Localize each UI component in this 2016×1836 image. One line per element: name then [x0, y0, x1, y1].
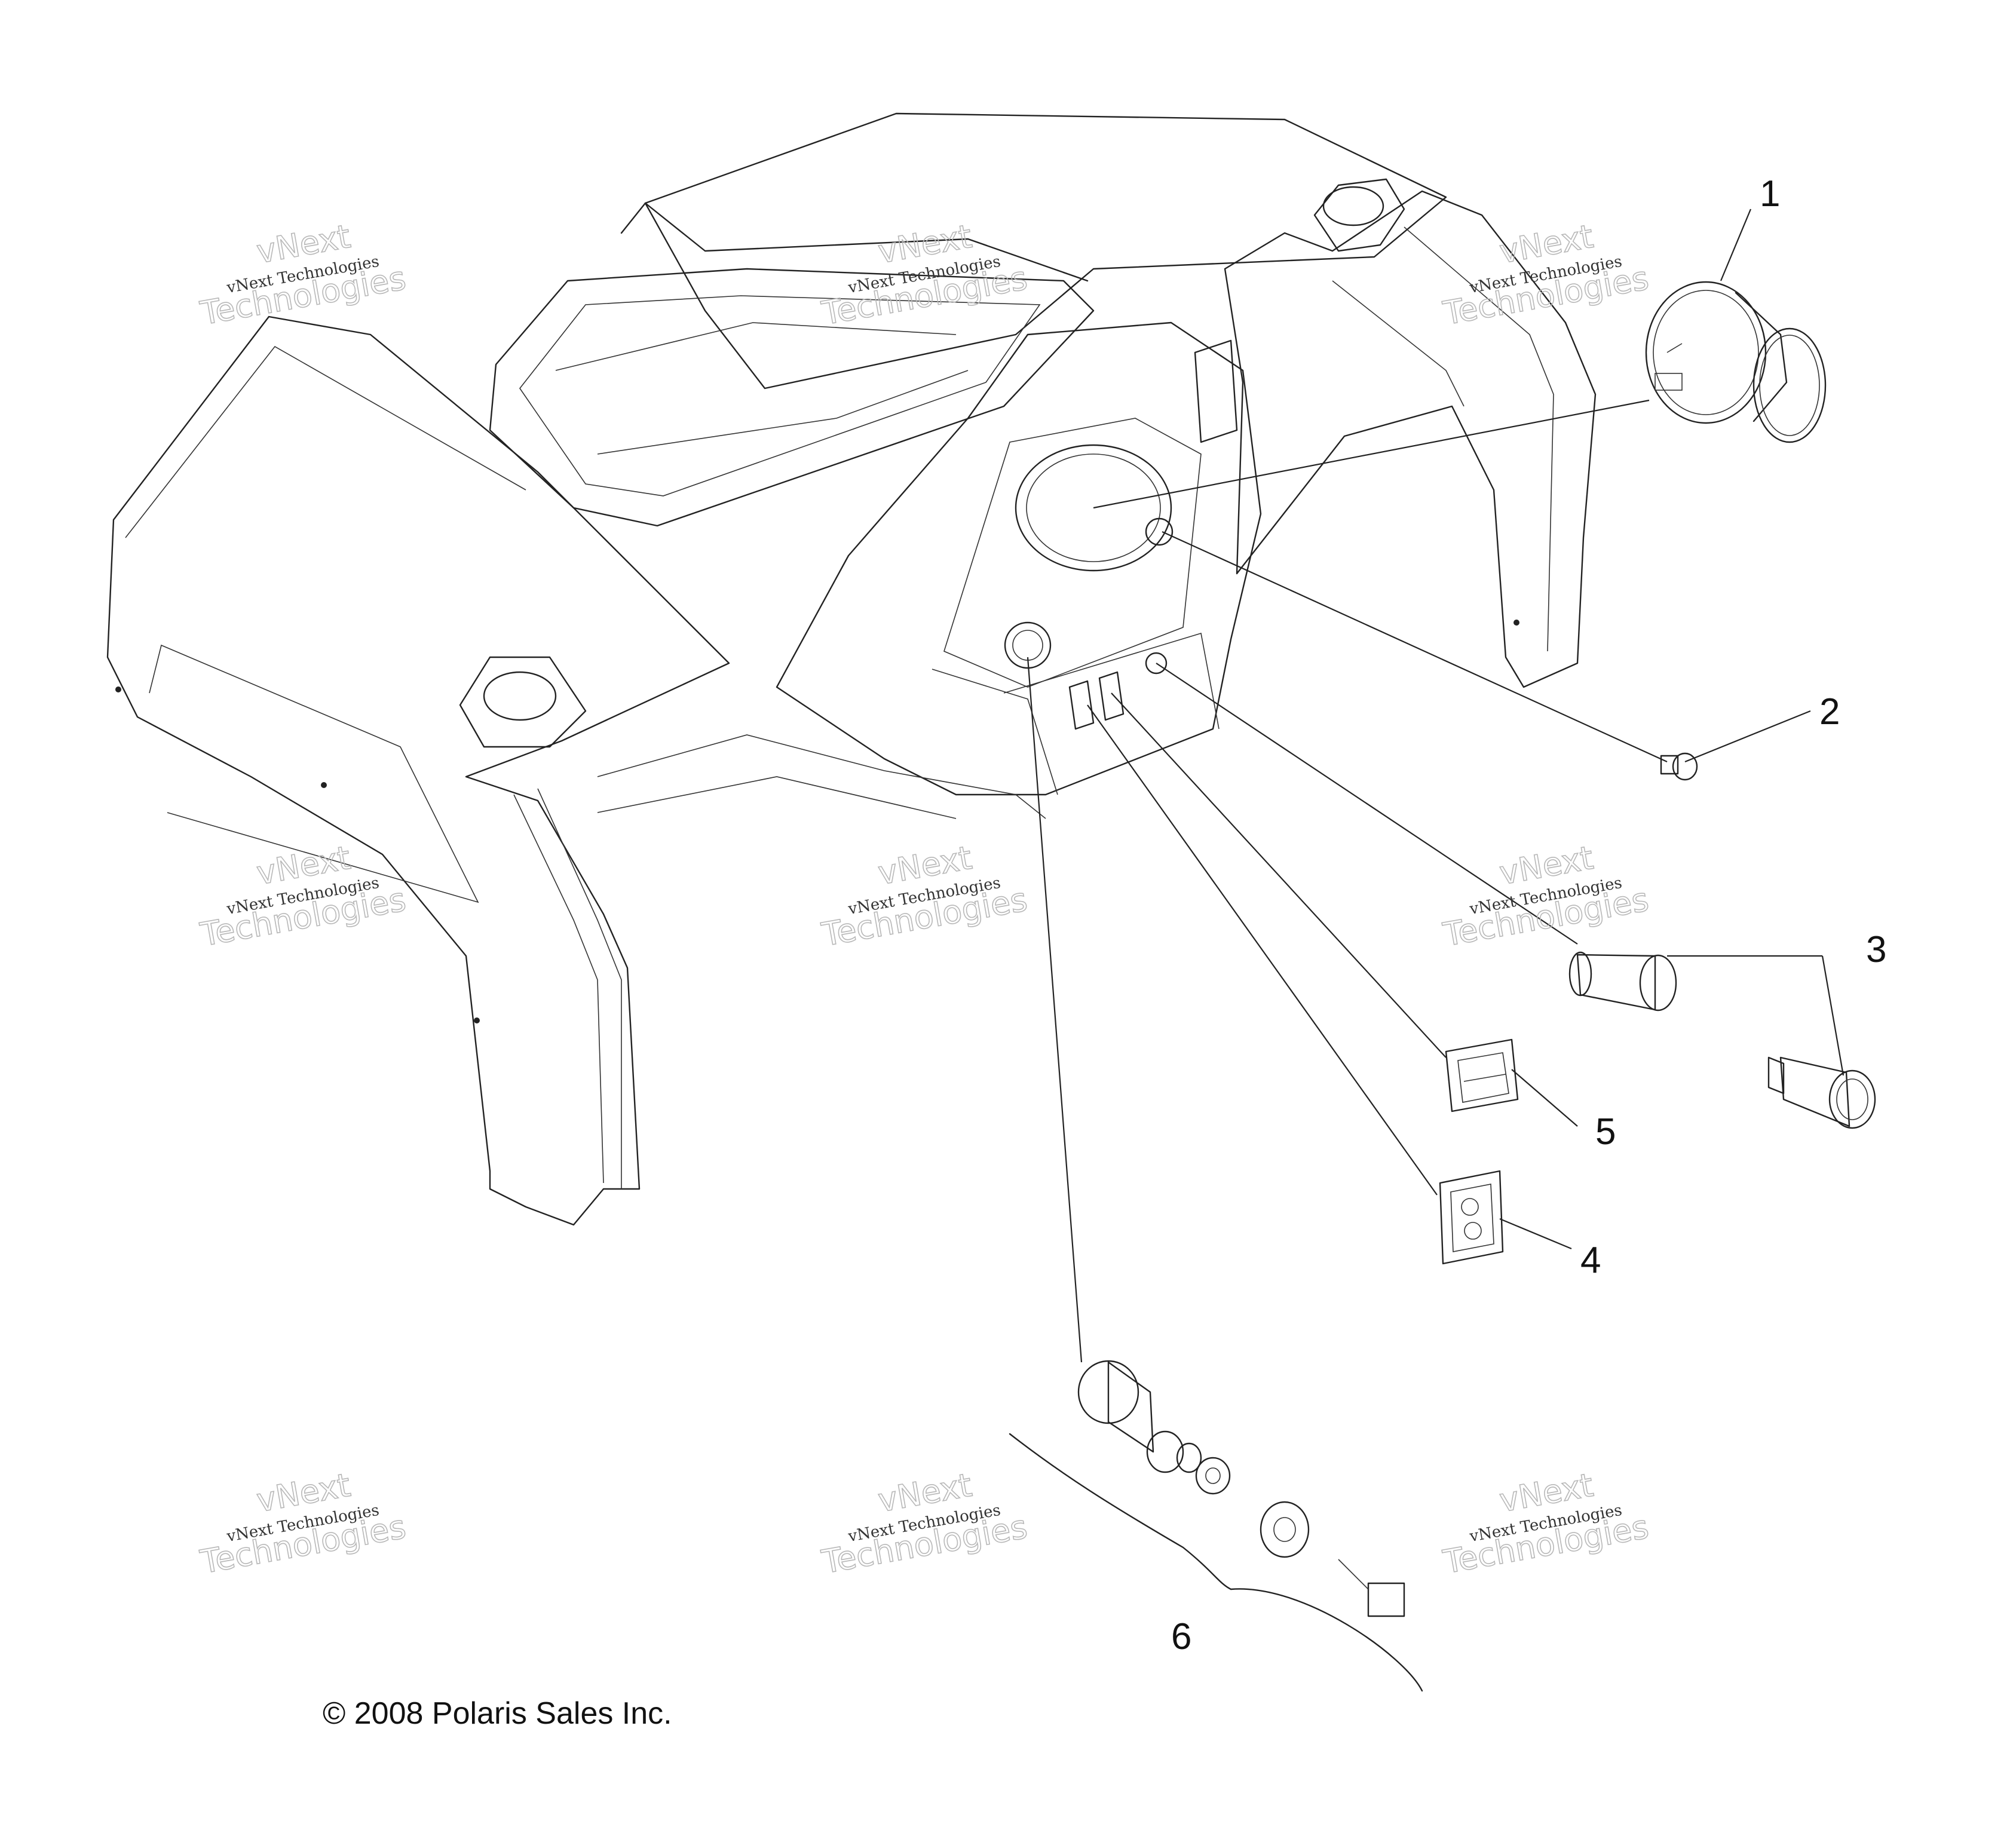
watermark-3: vNext vNext Technologies Technologies [1440, 217, 1652, 333]
copyright-text: © 2008 Polaris Sales Inc. [323, 1696, 672, 1731]
watermark-1: vNext vNext Technologies Technologies [197, 217, 409, 333]
part-4-light-switch [1439, 1170, 1504, 1265]
watermark-5: vNext vNext Technologies Technologies [819, 838, 1031, 954]
watermark-7: vNext vNext Technologies Technologies [197, 1466, 409, 1581]
watermark-6: vNext vNext Technologies Technologies [1440, 838, 1652, 954]
part-5-rocker-switch [1445, 1038, 1519, 1112]
dash-panel-body [106, 112, 1597, 1226]
callout-2: 2 [1819, 691, 1840, 732]
part-6-ignition-switch [1009, 1360, 1423, 1692]
callout-3: 3 [1866, 929, 1886, 970]
watermark-8: vNext vNext Technologies Technologies [819, 1466, 1031, 1581]
part-1-speedometer [1645, 281, 1827, 443]
callout-1: 1 [1760, 173, 1780, 214]
watermark-2: vNext vNext Technologies Technologies [819, 217, 1031, 333]
part-2-indicator-light [1660, 752, 1698, 781]
watermark-9: vNext vNext Technologies Technologies [1440, 1466, 1652, 1581]
watermark-4: vNext vNext Technologies Technologies [197, 838, 409, 954]
leader-lines [1027, 209, 1845, 1363]
part-3-power-outlet [1568, 951, 1876, 1129]
callout-4: 4 [1580, 1240, 1601, 1281]
callout-6: 6 [1171, 1616, 1191, 1657]
callout-5: 5 [1595, 1111, 1616, 1153]
